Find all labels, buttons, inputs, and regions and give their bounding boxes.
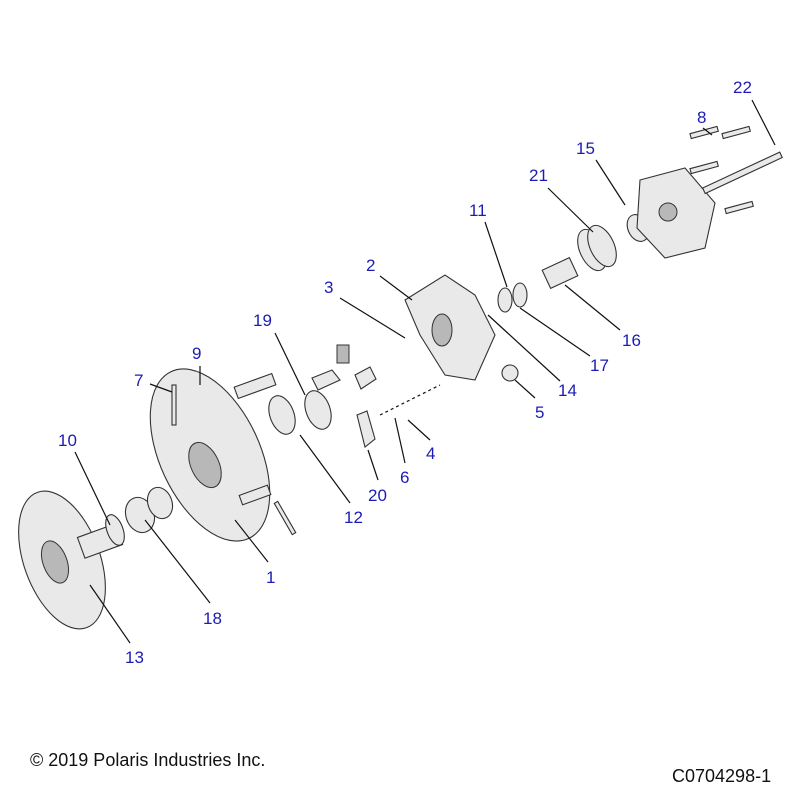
bushing-18	[124, 486, 174, 534]
callout-9: 9	[192, 344, 201, 363]
spring-21	[577, 224, 617, 272]
leader-lines	[74, 99, 776, 644]
sheave-1	[149, 368, 277, 542]
bolts	[689, 125, 783, 215]
roller-5	[501, 364, 519, 382]
callout-6: 6	[400, 468, 409, 487]
callout-2: 2	[366, 256, 375, 275]
callout-11: 11	[469, 201, 487, 220]
callout-12: 12	[344, 508, 363, 527]
spacer-16	[541, 256, 579, 290]
copyright: © 2019 Polaris Industries Inc.	[30, 750, 266, 770]
callout-15: 15	[576, 139, 595, 158]
callout-1: 1	[266, 568, 275, 587]
callout-3: 3	[324, 278, 333, 297]
callout-14: 14	[558, 381, 577, 400]
weights	[311, 344, 377, 448]
washer-11	[497, 287, 513, 313]
callout-16: 16	[622, 331, 641, 350]
ring-10	[105, 514, 125, 546]
callouts: 22 8 15 21 11 2 3 16 17 14 5 19 9 7 4 6 …	[58, 78, 752, 667]
cover-plate	[636, 167, 716, 259]
callout-19: 19	[253, 311, 272, 330]
bushing-19-12	[268, 390, 332, 435]
callout-20: 20	[368, 486, 387, 505]
callout-18: 18	[203, 609, 222, 628]
callout-13: 13	[125, 648, 144, 667]
callout-7: 7	[134, 371, 143, 390]
spider-2	[404, 274, 496, 381]
callout-10: 10	[58, 431, 77, 450]
callout-22: 22	[733, 78, 752, 97]
pin	[273, 500, 297, 536]
callout-17: 17	[590, 356, 609, 375]
washer-17	[512, 282, 528, 308]
callout-8: 8	[697, 108, 706, 127]
fan-wheel-13	[18, 490, 124, 630]
callout-4: 4	[426, 444, 435, 463]
callout-21: 21	[529, 166, 548, 185]
drawing-number: C0704298-1	[672, 766, 772, 786]
pin-7	[171, 384, 177, 426]
callout-5: 5	[535, 403, 544, 422]
